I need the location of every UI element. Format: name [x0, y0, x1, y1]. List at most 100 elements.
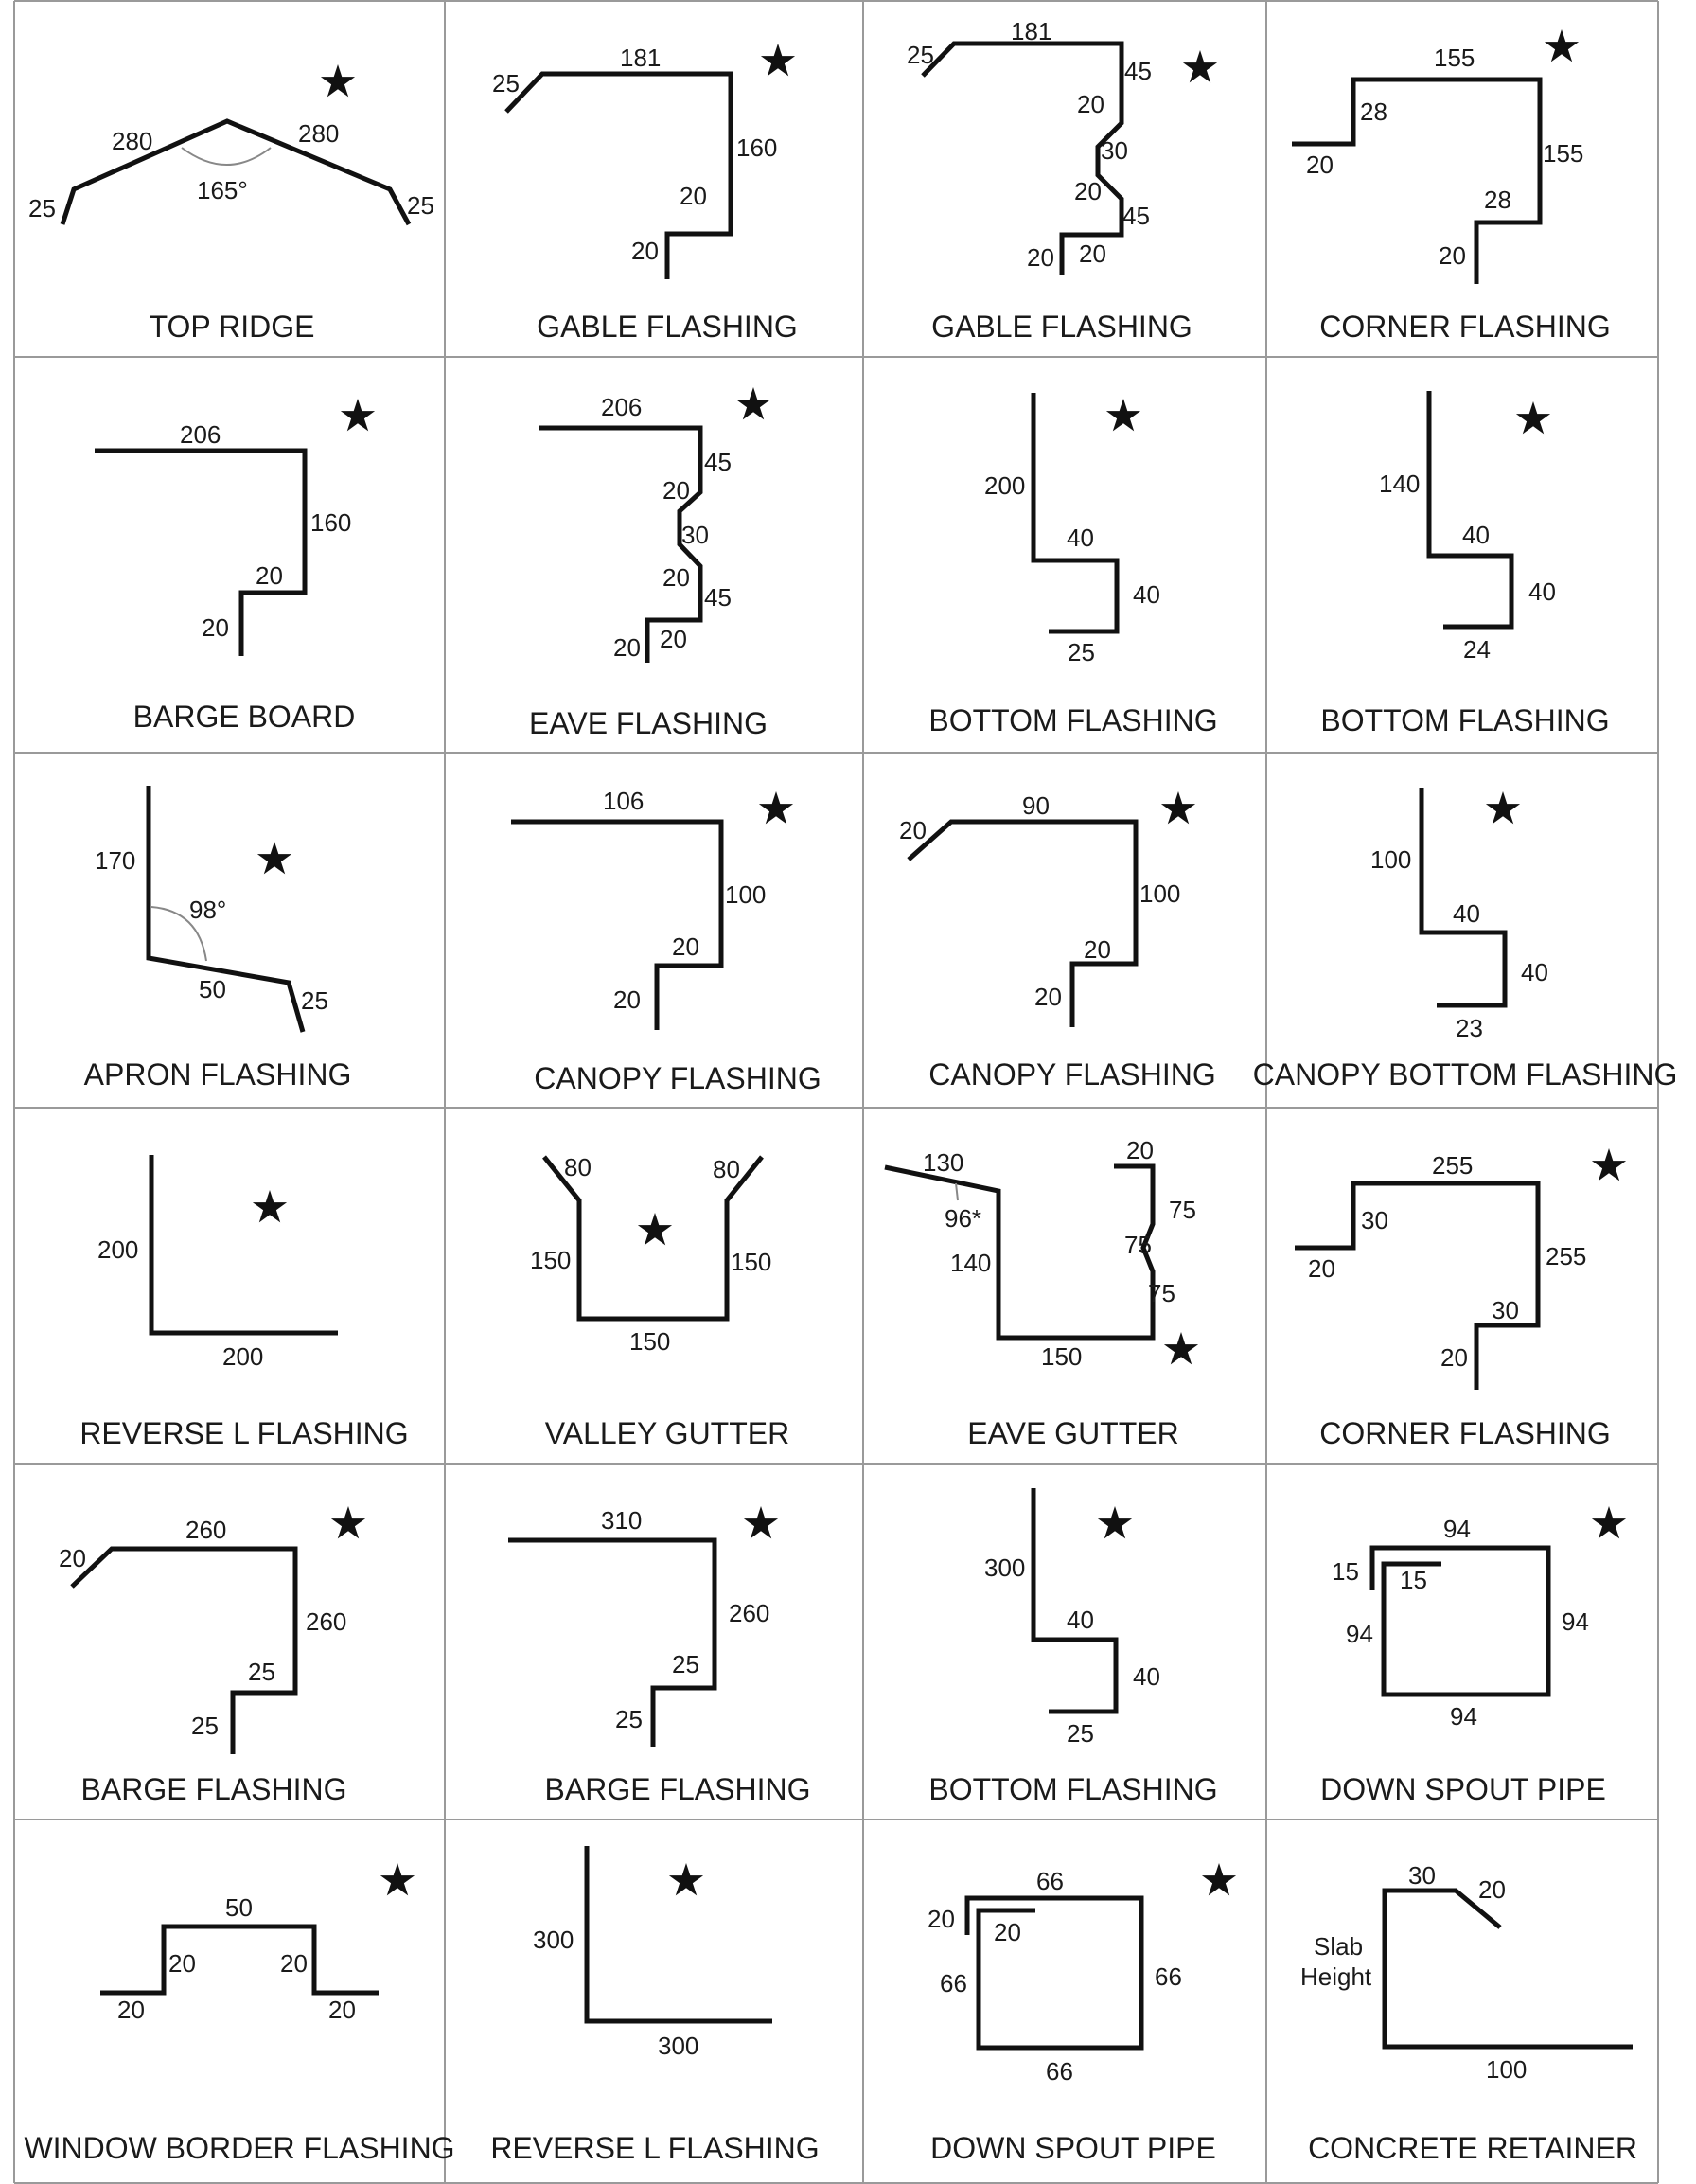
cell-title: BARGE FLASHING [545, 1772, 811, 1806]
dim-label: 45 [1122, 202, 1150, 230]
cell-canopy-flashing-2: 20 90 100 20 20 CANOPY FLASHING [899, 791, 1216, 1092]
cell-title: DOWN SPOUT PIPE [930, 2131, 1216, 2165]
dim-label: 25 [672, 1650, 699, 1678]
dim-label: 40 [1453, 899, 1480, 928]
dim-label: 150 [629, 1327, 670, 1356]
cell-concrete-retainer: 30 20 Slab Height 100 CONCRETE RETAINER [1300, 1861, 1637, 2165]
dim-label: 40 [1067, 1606, 1094, 1634]
cell-title: CORNER FLASHING [1319, 310, 1611, 344]
dim-label: 75 [1148, 1279, 1175, 1307]
down-spout-pipe-profile [964, 1895, 1144, 2051]
cell-title: GABLE FLASHING [537, 310, 798, 344]
dim-label: 20 [672, 932, 699, 961]
star-icon [1201, 1863, 1237, 1896]
angle-arc [955, 1182, 959, 1201]
cell-bottom-flashing-3: 300 40 40 25 BOTTOM FLASHING [928, 1488, 1218, 1806]
dim-label: 181 [620, 44, 661, 72]
cell-title: APRON FLASHING [84, 1057, 352, 1092]
dim-label: 206 [180, 420, 221, 449]
dim-label: 30 [1492, 1296, 1519, 1324]
dim-label: 20 [1478, 1875, 1506, 1904]
reverse-l-profile [149, 1155, 338, 1336]
cell-eave-flashing: 206 45 20 30 20 45 20 20 EAVE FLASHING [529, 387, 771, 740]
cell-eave-gutter: 130 96* 140 150 20 75 75 75 EAVE GUTTER [884, 1136, 1199, 1450]
cell-title: BARGE BOARD [133, 700, 356, 734]
star-icon [1485, 791, 1521, 825]
cell-barge-board: 206 160 20 20 BARGE BOARD [95, 399, 376, 734]
dim-label: 30 [1101, 136, 1128, 165]
star-icon [1182, 50, 1218, 83]
bottom-flashing-profile [1031, 393, 1120, 634]
corner-flashing-profile [1295, 1181, 1541, 1390]
cell-reverse-l-flashing-1: 200 200 REVERSE L FLASHING [80, 1155, 409, 1450]
star-icon [340, 399, 376, 432]
dim-label: 20 [256, 561, 283, 590]
star-icon [668, 1863, 704, 1896]
dim-label: Height [1300, 1962, 1372, 1991]
dim-label: 20 [1084, 935, 1111, 964]
dim-label: 40 [1133, 580, 1160, 609]
star-icon [380, 1863, 415, 1896]
dim-label: 40 [1528, 577, 1556, 606]
cell-reverse-l-flashing-2: 300 300 REVERSE L FLASHING [490, 1846, 820, 2165]
dim-label: 200 [984, 471, 1025, 500]
cell-window-border-flashing: 50 20 20 20 20 WINDOW BORDER FLASHING [24, 1863, 455, 2165]
dim-label: 25 [28, 194, 56, 222]
dim-label: 30 [1361, 1206, 1388, 1234]
star-icon [320, 64, 356, 98]
dim-label: 100 [1140, 879, 1180, 908]
dim-label: 20 [1306, 151, 1334, 179]
star-icon [1097, 1506, 1133, 1539]
gable-flashing-profile [921, 41, 1124, 275]
star-icon [1160, 791, 1196, 825]
dim-label: 20 [117, 1996, 145, 2024]
star-icon [760, 44, 796, 77]
dim-label: 15 [1400, 1566, 1427, 1594]
cell-title: EAVE GUTTER [967, 1416, 1178, 1450]
star-icon [1591, 1148, 1627, 1181]
star-icon [330, 1506, 366, 1539]
dim-label: 20 [994, 1918, 1021, 1946]
cell-down-spout-pipe-2: 66 20 20 66 66 66 DOWN SPOUT PIPE [928, 1863, 1237, 2165]
grid-lines [13, 0, 1659, 2184]
barge-board-profile [95, 448, 308, 656]
dim-label: 155 [1543, 139, 1583, 168]
dim-label: 25 [191, 1712, 219, 1740]
cell-title: BOTTOM FLASHING [928, 703, 1217, 737]
cell-title: GABLE FLASHING [931, 310, 1192, 344]
dim-label: Slab [1314, 1932, 1363, 1961]
cell-barge-flashing-2: 310 260 25 25 BARGE FLASHING [508, 1506, 810, 1806]
cell-down-spout-pipe-1: 94 15 15 94 94 94 DOWN SPOUT PIPE [1320, 1506, 1627, 1806]
valley-gutter-profile [542, 1155, 764, 1322]
dim-label: 20 [1439, 241, 1466, 270]
dim-label: 20 [1027, 243, 1054, 272]
dim-label: 96* [945, 1204, 981, 1233]
cell-title: TOP RIDGE [150, 310, 315, 344]
angle-arc [150, 906, 207, 962]
dim-label: 24 [1463, 635, 1491, 664]
cell-bottom-flashing-2: 140 40 40 24 BOTTOM FLASHING [1320, 391, 1610, 737]
dim-label: 40 [1067, 524, 1094, 552]
dim-label: 20 [680, 182, 707, 210]
star-icon [1591, 1506, 1627, 1539]
window-border-flashing-profile [100, 1924, 379, 1996]
dim-label: 20 [1440, 1343, 1468, 1372]
concrete-retainer-profile [1382, 1888, 1633, 2050]
dim-label: 181 [1011, 17, 1051, 45]
dim-label: 98° [189, 896, 226, 924]
dim-label: 75 [1169, 1196, 1196, 1224]
dim-label: 94 [1450, 1702, 1477, 1731]
dim-label: 20 [1077, 90, 1104, 118]
dim-label: 90 [1022, 791, 1050, 820]
dim-label: 106 [603, 787, 644, 815]
dim-label: 150 [1041, 1342, 1082, 1371]
dim-label: 100 [725, 880, 766, 909]
dim-label: 40 [1521, 958, 1548, 986]
dim-label: 20 [280, 1949, 308, 1978]
dim-label: 28 [1484, 186, 1511, 214]
dim-label: 50 [225, 1893, 253, 1922]
dim-label: 160 [310, 508, 351, 537]
dim-label: 25 [615, 1705, 643, 1733]
dim-label: 94 [1562, 1607, 1589, 1636]
dim-label: 45 [1124, 57, 1152, 85]
